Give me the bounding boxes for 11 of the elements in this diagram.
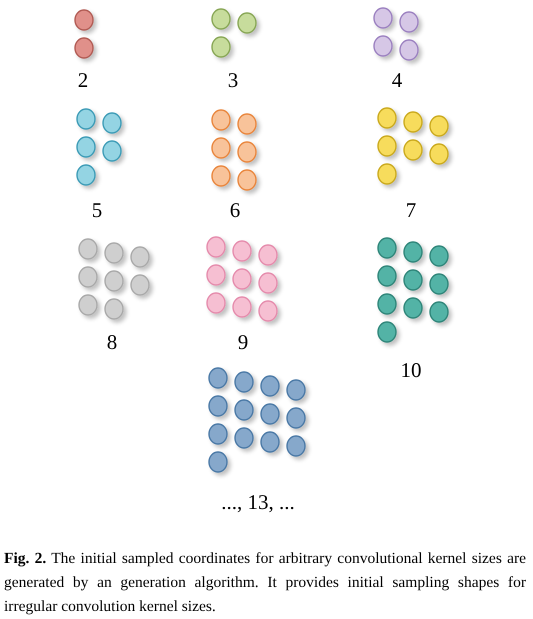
kernel-size-label: 10	[400, 360, 422, 381]
kernel-size-label: ..., 13, ...	[221, 492, 295, 513]
kernel-size-label: 3	[228, 70, 238, 91]
kernel-size-label: 9	[238, 332, 248, 353]
figure-caption: Fig. 2. The initial sampled coordinates for arbitrary convolutional kernel sizes are generated by an generation algorithm. It provides initial sampling shapes for irregular convolution kernel sizes.	[4, 549, 526, 617]
kernel-size-label: 4	[392, 70, 402, 91]
kernel-size-label: 7	[406, 200, 416, 221]
kernel-size-label: 6	[230, 200, 240, 221]
kernel-size-label: 2	[78, 70, 88, 91]
kernel-size-label: 5	[92, 200, 102, 221]
kernel-size-label: 8	[106, 332, 118, 353]
